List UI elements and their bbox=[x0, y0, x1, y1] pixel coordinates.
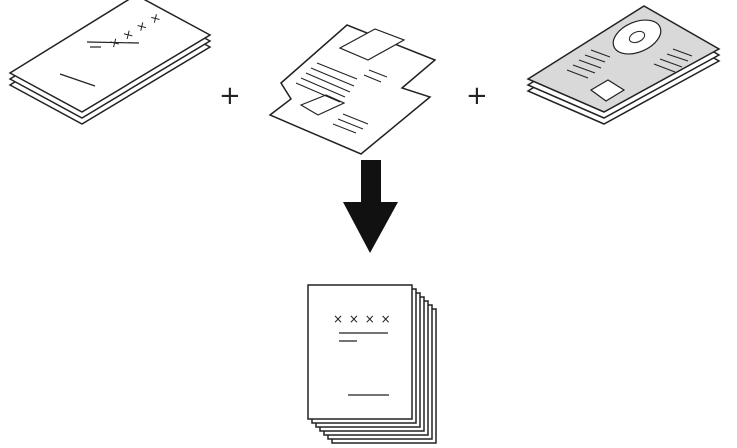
plus-sign: + bbox=[219, 81, 241, 111]
edited-document-icon bbox=[268, 24, 437, 155]
merged-document-stack-icon bbox=[307, 284, 437, 444]
disc-center-icon bbox=[628, 30, 646, 44]
stack-one-line bbox=[59, 73, 96, 87]
result-stack-marks: × × × × bbox=[333, 312, 392, 396]
image-placeholder-icon bbox=[299, 94, 346, 116]
stack-of-pages-icon bbox=[8, 0, 212, 125]
brochure-pages-icon bbox=[526, 5, 721, 125]
stack-one-line bbox=[86, 41, 140, 44]
plus-sign: + bbox=[466, 81, 488, 111]
image-placeholder-icon bbox=[589, 79, 626, 102]
image-placeholder-icon bbox=[338, 28, 406, 61]
down-arrow-icon bbox=[343, 160, 398, 253]
result-title-mark: × × × × bbox=[333, 312, 392, 326]
disc-image-icon bbox=[612, 19, 662, 55]
